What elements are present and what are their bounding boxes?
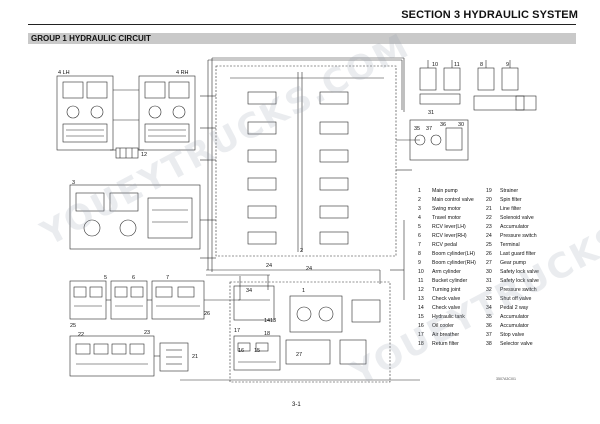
callout-label: 36: [440, 122, 446, 128]
swing-motor: [69, 184, 201, 250]
turning-joint: [110, 147, 144, 159]
accumulator-selector-group: [409, 119, 469, 161]
arm-bucket-cylinders: [419, 60, 461, 105]
callout-label: 1: [302, 288, 305, 294]
boom-cylinders: [473, 60, 537, 111]
callout-label: 17: [234, 328, 240, 334]
group-title: GROUP 1 HYDRAULIC CIRCUIT: [31, 34, 151, 43]
rcv-lever-lh: [69, 280, 107, 320]
drawing-code: 3507A3CI01: [496, 377, 516, 381]
callout-label: 5: [104, 275, 107, 281]
callout-label: 24: [266, 263, 272, 269]
travel-motor-lh: [56, 75, 114, 151]
callout-label: 34: [246, 288, 252, 294]
pedal-2-way: [233, 285, 275, 321]
travel-motor-rh: [138, 75, 196, 151]
terminal-block: [159, 342, 189, 372]
callout-label: 4 LH: [58, 70, 70, 76]
hydraulic-lines: [106, 57, 420, 381]
callout-label: 3: [72, 180, 75, 186]
group-header-bar: GROUP 1 HYDRAULIC CIRCUIT: [28, 33, 576, 44]
callout-label: 8: [480, 62, 483, 68]
callout-label: 4 RH: [176, 70, 189, 76]
callout-label: 37: [426, 126, 432, 132]
callout-label: 27: [296, 352, 302, 358]
callout-label: 7: [166, 275, 169, 281]
callout-label: 9: [506, 62, 509, 68]
rcv-lever-rh: [110, 280, 148, 320]
solenoid-valve-block: [69, 335, 155, 377]
callout-label: 25: [70, 323, 76, 329]
section-title: SECTION 3 HYDRAULIC SYSTEM: [401, 9, 578, 21]
main-pump-tank-group: [229, 281, 391, 383]
callout-label: 35: [414, 126, 420, 132]
callout-label: 10: [432, 62, 438, 68]
callout-label: 23: [144, 330, 150, 336]
callout-label: 24: [306, 266, 312, 272]
hydraulic-tank: [233, 335, 281, 371]
callout-label: 13: [270, 318, 276, 324]
callout-label: 16: [238, 348, 244, 354]
callout-label: 22: [78, 332, 84, 338]
page-number: 3-1: [292, 402, 301, 408]
callout-label: 21: [192, 354, 198, 360]
title-divider: [28, 24, 576, 25]
callout-label: 18: [264, 331, 270, 337]
callout-label: 6: [132, 275, 135, 281]
callout-label: 14: [264, 318, 270, 324]
callout-label: 11: [454, 62, 460, 68]
callout-label: 31: [428, 110, 434, 116]
callout-label: 15: [254, 348, 260, 354]
callout-label: 2: [300, 248, 303, 254]
callout-labels: 4 LH 4 RH 12 3 5 6 7 25 26 22 23 34 17 1…: [58, 62, 509, 360]
callout-label: 26: [204, 311, 210, 317]
callout-label: 30: [458, 122, 464, 128]
callout-label: 12: [141, 152, 147, 158]
rcv-pedal: [151, 280, 205, 320]
main-control-valve: [215, 65, 397, 257]
